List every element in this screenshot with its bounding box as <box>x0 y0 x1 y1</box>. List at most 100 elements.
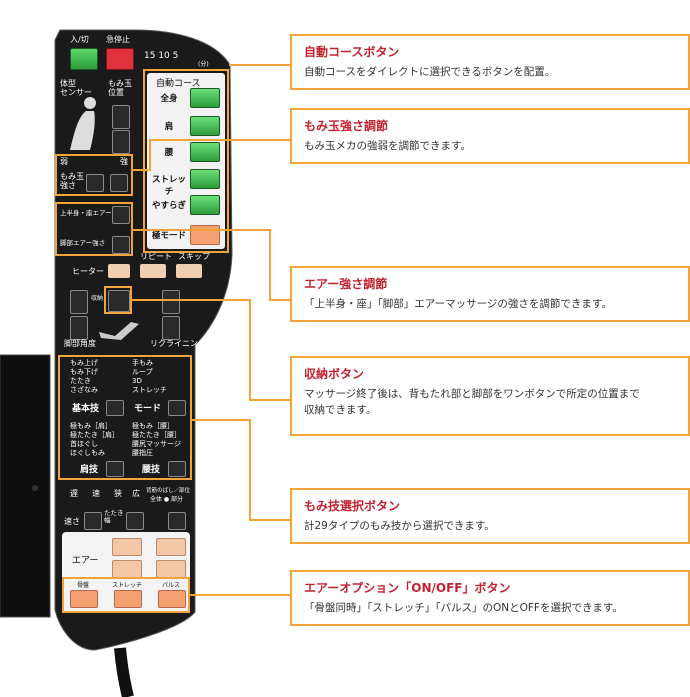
mode-button[interactable] <box>168 400 186 416</box>
air-option-label: パルス <box>161 582 180 589</box>
speed-row-label: 狭 <box>114 489 122 498</box>
callout-description: 「骨盤同時」「ストレッチ」「パルス」のONとOFFを選択できます。 <box>304 602 623 614</box>
storage-button[interactable] <box>108 290 130 312</box>
course-label: 極モード <box>151 231 186 241</box>
recline-down-button[interactable] <box>162 316 180 340</box>
callout-description: もみ玉メカの強弱を調節できます。 <box>304 140 471 152</box>
storage-zone <box>104 286 132 314</box>
technique-item: 3D <box>132 377 142 385</box>
technique-item: ほぐしもみ <box>70 449 105 457</box>
air-upper-label: 上半身・座エアー強さ <box>60 209 125 217</box>
repeat-button[interactable] <box>140 264 166 278</box>
whole-part-button[interactable] <box>168 512 186 530</box>
technique-item: 腰指圧 <box>132 449 153 457</box>
leg-down-button[interactable] <box>70 316 88 340</box>
air-option-button[interactable] <box>70 590 98 608</box>
technique-item: 手もみ <box>132 359 153 367</box>
whole-part-label: 全体 ● 部分 <box>150 496 184 503</box>
shoulder-label: 肩技 <box>80 465 99 475</box>
skip-label: スキップ <box>178 252 210 261</box>
recline-up-button[interactable] <box>162 290 180 314</box>
callout-title: エアーオプション「ON/OFF」ボタン <box>304 581 511 595</box>
position-down-button[interactable] <box>112 130 130 154</box>
waist-button[interactable] <box>168 461 186 477</box>
callout-title: 自動コースボタン <box>304 45 400 59</box>
tataki-width-label: たたき 幅 <box>104 509 124 525</box>
leg-up-button[interactable] <box>70 290 88 314</box>
air-strength-zone <box>55 202 133 256</box>
air-hip-button[interactable] <box>112 560 142 578</box>
heater-button[interactable] <box>108 264 130 278</box>
course-button[interactable] <box>190 225 220 245</box>
strength-strong: 強 <box>120 157 128 166</box>
course-label: 腰 <box>164 148 174 158</box>
air-option-zone <box>62 577 190 613</box>
skip-button[interactable] <box>176 264 202 278</box>
timer-unit: (分) <box>198 61 209 68</box>
basic-button[interactable] <box>106 400 124 416</box>
air-leg-button-2[interactable] <box>156 560 186 578</box>
technique-item: ループ <box>132 368 153 376</box>
position-label: もみ玉 位置 <box>108 79 132 97</box>
waist-label: 腰技 <box>142 465 161 475</box>
technique-item: 極たたき［腰］ <box>132 431 181 439</box>
course-button[interactable] <box>190 195 220 215</box>
technique-item: 首ほぐし <box>70 440 98 448</box>
timer-numbers: 15 10 5 <box>144 51 179 61</box>
air-option-label: ストレッチ <box>112 582 143 589</box>
callout-title: もみ玉強さ調節 <box>304 119 389 133</box>
callout-description: 自動コースをダイレクトに選択できるボタンを配置。 <box>304 66 556 78</box>
air-option-label: 骨盤 <box>76 582 89 589</box>
course-label: 肩 <box>164 122 174 132</box>
speed-label: 速さ <box>64 517 80 526</box>
callout-box: 収納ボタンマッサージ終了後は、背もたれ部と脚部をワンボタンで所定の位置まで 収納… <box>290 356 690 436</box>
shoulder-button[interactable] <box>106 461 124 477</box>
technique-item: もみ上げ <box>70 359 98 367</box>
technique-item: ストレッチ <box>132 386 167 394</box>
repeat-label: リピート <box>140 252 172 261</box>
leg-angle-label: 脚部角度 <box>64 339 96 348</box>
callout-box: もみ玉強さ調節もみ玉メカの強弱を調節できます。 <box>290 108 690 164</box>
callout-title: エアー強さ調節 <box>304 277 388 291</box>
callout-box: エアーオプション「ON/OFF」ボタン「骨盤同時」「ストレッチ」「パルス」のON… <box>290 570 690 626</box>
body-sensor-label: 体型 センサー <box>60 79 92 97</box>
air-option-button[interactable] <box>114 590 142 608</box>
technique-item: 極もみ［肩］ <box>70 422 112 430</box>
callout-description: 計29タイプのもみ技から選択できます。 <box>304 520 495 532</box>
stop-button[interactable] <box>106 48 134 70</box>
air-upper-body-button[interactable] <box>112 538 142 556</box>
air-upper-button[interactable] <box>112 206 130 224</box>
course-label: ストレッチ <box>151 175 186 197</box>
strength-weak: 弱 <box>60 157 68 166</box>
auto-course-title: 自動コース <box>156 79 201 89</box>
air-label: エアー <box>72 556 99 566</box>
strength-zone <box>55 154 133 196</box>
technique-item: たたき <box>70 377 91 385</box>
strength-up-button[interactable] <box>110 174 128 192</box>
course-label: 全身 <box>160 94 178 104</box>
speed-row-label: 広 <box>132 489 140 498</box>
callout-box: エアー強さ調節「上半身・座」「脚部」エアーマッサージの強さを調節できます。 <box>290 266 690 322</box>
tataki-width-button[interactable] <box>126 512 144 530</box>
callout-description: 「上半身・座」「脚部」エアーマッサージの強さを調節できます。 <box>304 298 612 310</box>
course-button[interactable] <box>190 142 220 162</box>
technique-zone <box>58 355 192 480</box>
air-option-button[interactable] <box>158 590 186 608</box>
callout-box: 自動コースボタン自動コースをダイレクトに選択できるボタンを配置。 <box>290 34 690 90</box>
air-leg-button[interactable] <box>112 236 130 254</box>
speed-button[interactable] <box>84 512 102 530</box>
air-seat-button[interactable] <box>156 538 186 556</box>
course-button[interactable] <box>190 169 220 189</box>
course-label: やすらぎ <box>151 201 186 211</box>
top-right-small: 背筋のばし／部位 <box>146 488 191 494</box>
course-button[interactable] <box>190 88 220 108</box>
callout-title: 収納ボタン <box>304 367 365 381</box>
speed-row-label: 遅 <box>70 489 78 498</box>
strength-down-button[interactable] <box>86 174 104 192</box>
position-up-button[interactable] <box>112 105 130 129</box>
power-button[interactable] <box>70 48 98 70</box>
technique-item: さざなみ <box>70 386 98 394</box>
power-label: 入/切 <box>70 35 89 44</box>
recline-label: リクライニング <box>150 339 206 348</box>
course-button[interactable] <box>190 116 220 136</box>
